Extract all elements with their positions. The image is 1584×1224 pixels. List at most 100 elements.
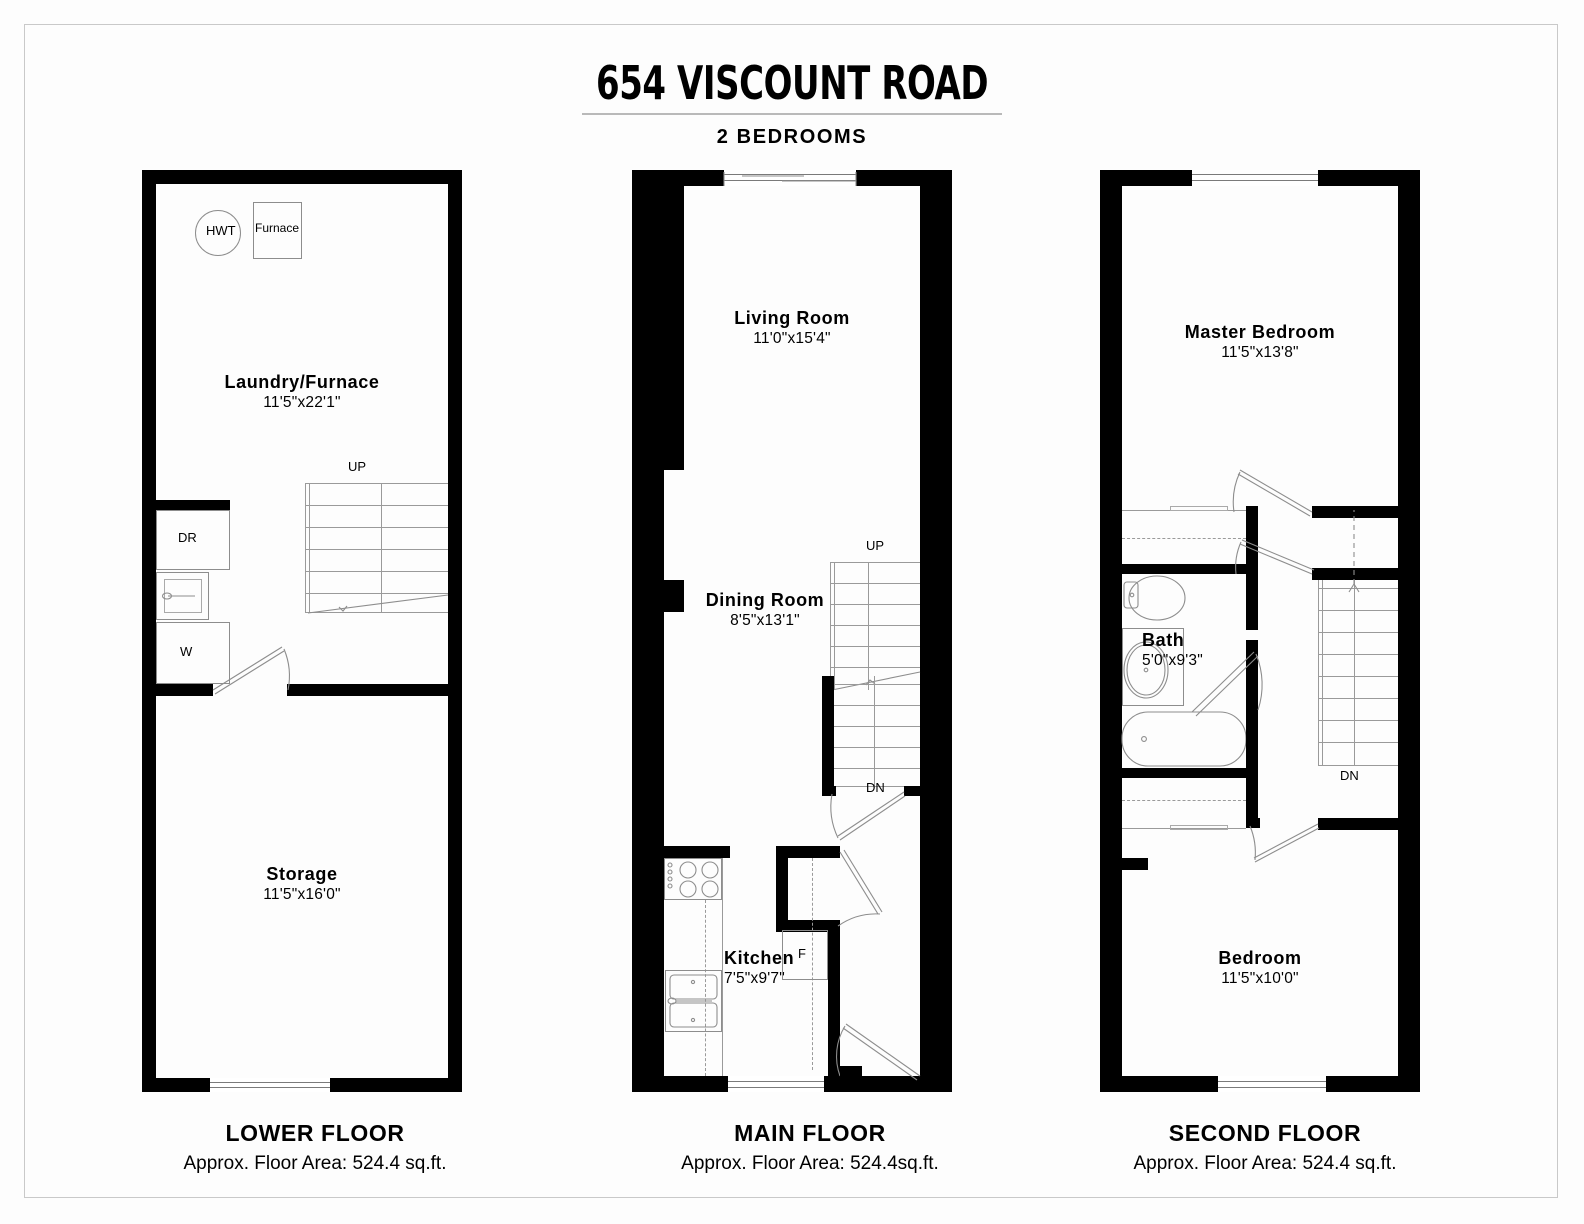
stairs-down-label-second: DN xyxy=(1340,768,1359,783)
page-border xyxy=(24,24,1558,1198)
room-label-dining-room: Dining Room 8'5"x13'1" xyxy=(705,590,825,629)
closet-shelf-bedroom xyxy=(1122,828,1246,829)
wall-exterior-left xyxy=(142,170,156,1092)
stairs-up-label-lower: UP xyxy=(348,459,367,474)
wall-hall-landing-second xyxy=(1312,568,1398,580)
wall-kitchen-top-right-main xyxy=(776,846,840,858)
wall-hall-bottom-second xyxy=(1318,818,1398,830)
closet-rod-master xyxy=(1170,506,1228,511)
wall-left-jog-lower-main xyxy=(632,580,684,612)
wall-kitchen-right-main xyxy=(828,920,840,1076)
counter-edge-main xyxy=(722,858,723,1076)
second-floor-plan: Master Bedroom 11'5"x13'8" xyxy=(1100,170,1420,1092)
room-label-bedroom: Bedroom 11'5"x10'0" xyxy=(1218,948,1302,987)
wall-interior-storage-left xyxy=(156,684,213,696)
door-swing-pantry-main xyxy=(837,849,883,927)
room-label-kitchen: Kitchen 7'5"x9'7" xyxy=(724,948,795,987)
room-label-bath: Bath 5'0"x9'3" xyxy=(1142,630,1203,669)
caption-area-lower: Approx. Floor Area: 524.4 sq.ft. xyxy=(183,1153,447,1174)
counter-dash-left-main xyxy=(705,900,706,1076)
dryer-icon xyxy=(156,510,230,570)
washer-label: W xyxy=(180,644,193,659)
staircase-landing-arrow-main xyxy=(831,671,921,691)
window-main-rear xyxy=(728,1076,824,1092)
wall-interior-laundry-nook xyxy=(156,500,230,510)
caption-title-main: MAIN FLOOR xyxy=(734,1120,886,1146)
page-subtitle: 2 BEDROOMS xyxy=(716,126,868,148)
kitchen-sink-icon xyxy=(665,970,722,1032)
wall-exterior-top xyxy=(142,170,462,184)
room-label-master-bedroom: Master Bedroom 11'5"x13'8" xyxy=(1184,322,1336,361)
wall-closet-bottom-second xyxy=(1122,564,1246,574)
staircase-up-arrow-lower xyxy=(307,594,449,614)
caption-lower-floor: LOWER FLOOR Approx. Floor Area: 524.4 sq… xyxy=(80,1120,550,1175)
furnace-icon xyxy=(253,202,302,259)
washer-icon xyxy=(156,622,230,684)
wall-stub-bedroom-left-second xyxy=(1122,858,1148,870)
wall-stub-entry-main xyxy=(840,1066,862,1076)
caption-main-floor: MAIN FLOOR Approx. Floor Area: 524.4sq.f… xyxy=(575,1120,1045,1175)
dryer-label: DR xyxy=(178,530,197,545)
staircase-up-lower xyxy=(305,483,448,613)
door-swing-master-second xyxy=(1232,469,1315,575)
bath-basin-icon xyxy=(1123,641,1169,699)
furnace-label: Furnace xyxy=(255,221,300,235)
wall-exterior-right-main xyxy=(920,170,952,1092)
staircase-down-main xyxy=(834,676,920,787)
wall-bath-right-upper-second xyxy=(1246,506,1258,630)
room-label-living-room: Living Room 11'0"x15'4" xyxy=(734,308,850,347)
stairs-down-label-main: DN xyxy=(866,780,885,795)
stove-icon xyxy=(664,858,722,900)
room-label-laundry-furnace: Laundry/Furnace 11'5"x22'1" xyxy=(224,372,380,411)
laundry-sink-faucet-icon xyxy=(161,592,195,600)
sliding-door-panel-icon xyxy=(723,172,857,186)
door-swing-bath-second xyxy=(1191,651,1263,717)
caption-area-main: Approx. Floor Area: 524.4sq.ft. xyxy=(681,1153,939,1174)
stairs-up-label-main: UP xyxy=(866,538,885,553)
fridge-label: F xyxy=(798,946,806,961)
door-swing-entry-main xyxy=(836,1023,921,1081)
window-lower-front xyxy=(210,1078,330,1092)
wall-exterior-right-second xyxy=(1398,170,1420,1092)
fridge-icon xyxy=(782,930,828,980)
lower-floor-plan: HWT Furnace Laundry/Furnace 11'5"x22'1" … xyxy=(142,170,462,1092)
closet-rod-bedroom xyxy=(1170,825,1228,830)
wall-exterior-top-right-second xyxy=(1318,170,1420,186)
room-label-storage: Storage 11'5"x16'0" xyxy=(263,864,341,903)
toilet-icon xyxy=(1123,575,1186,621)
door-swing-storage xyxy=(212,646,290,695)
staircase-up-main xyxy=(830,562,920,690)
wall-exterior-right xyxy=(448,170,462,1092)
wall-bath-bottom-second xyxy=(1122,768,1246,778)
counter-dash-main xyxy=(812,858,813,1070)
main-floor-plan: Living Room 11'0"x15'4" UP xyxy=(632,170,952,1092)
wall-stair-dn-main xyxy=(822,676,834,786)
caption-title-second: SECOND FLOOR xyxy=(1168,1120,1362,1146)
wall-interior-storage-right xyxy=(287,684,448,696)
wall-pantry-left-main xyxy=(776,846,788,932)
door-swing-bedroom-second xyxy=(1249,823,1320,863)
laundry-sink-basin xyxy=(164,579,202,613)
caption-second-floor: SECOND FLOOR Approx. Floor Area: 524.4 s… xyxy=(1030,1120,1500,1175)
stove-burners-icon xyxy=(667,861,719,898)
closet-dash-bedroom xyxy=(1122,800,1246,801)
wall-stub-bedroom-door-second xyxy=(1246,818,1260,828)
title-divider xyxy=(582,113,1002,115)
wall-stub-stair-door-main xyxy=(822,786,836,796)
door-swing-stair-main xyxy=(830,791,906,841)
window-bedroom-second xyxy=(1218,1076,1326,1092)
caption-area-second: Approx. Floor Area: 524.4 sq.ft. xyxy=(1133,1153,1397,1174)
wall-pantry-bottom-main xyxy=(776,920,828,932)
wall-left-jog-upper-main xyxy=(632,170,684,470)
wall-stub-stair-door-right-main xyxy=(904,786,920,796)
closet-dash-master xyxy=(1122,538,1246,539)
kitchen-sink-basins-icon xyxy=(667,974,718,1028)
wall-exterior-left-second xyxy=(1100,170,1122,1092)
window-master-bedroom xyxy=(1192,170,1318,186)
wall-bath-right-lower-second xyxy=(1246,708,1258,826)
wall-kitchen-top-left-main xyxy=(664,846,730,858)
staircase-down-second xyxy=(1318,580,1398,766)
wall-exterior-top-left-second xyxy=(1100,170,1192,186)
staircase-up-arrow-second xyxy=(1348,510,1360,593)
